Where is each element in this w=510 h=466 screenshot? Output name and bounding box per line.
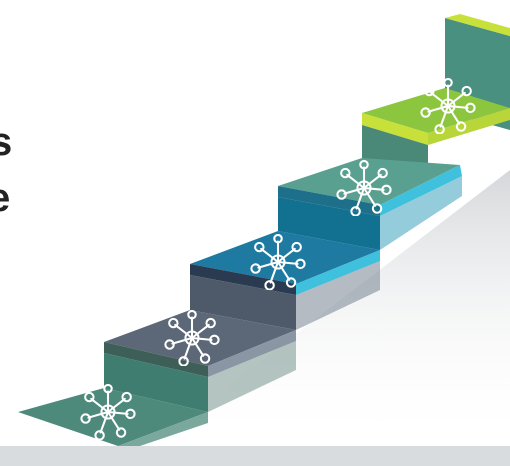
step-5-tread	[362, 88, 510, 133]
step-2-riser	[104, 353, 208, 412]
heading-fragment-1: s	[0, 120, 13, 164]
step-4-tread	[278, 158, 460, 205]
step-5-edge	[362, 113, 428, 145]
step-3-edge	[190, 264, 296, 295]
bottom-band	[0, 446, 510, 466]
step-3-riser	[190, 275, 296, 330]
top-wall-edge	[445, 14, 510, 36]
step-2-edge	[104, 342, 208, 377]
step-4-riser	[278, 197, 380, 250]
heading-fragment-2: e	[0, 178, 10, 218]
step-4-edge	[278, 186, 380, 216]
